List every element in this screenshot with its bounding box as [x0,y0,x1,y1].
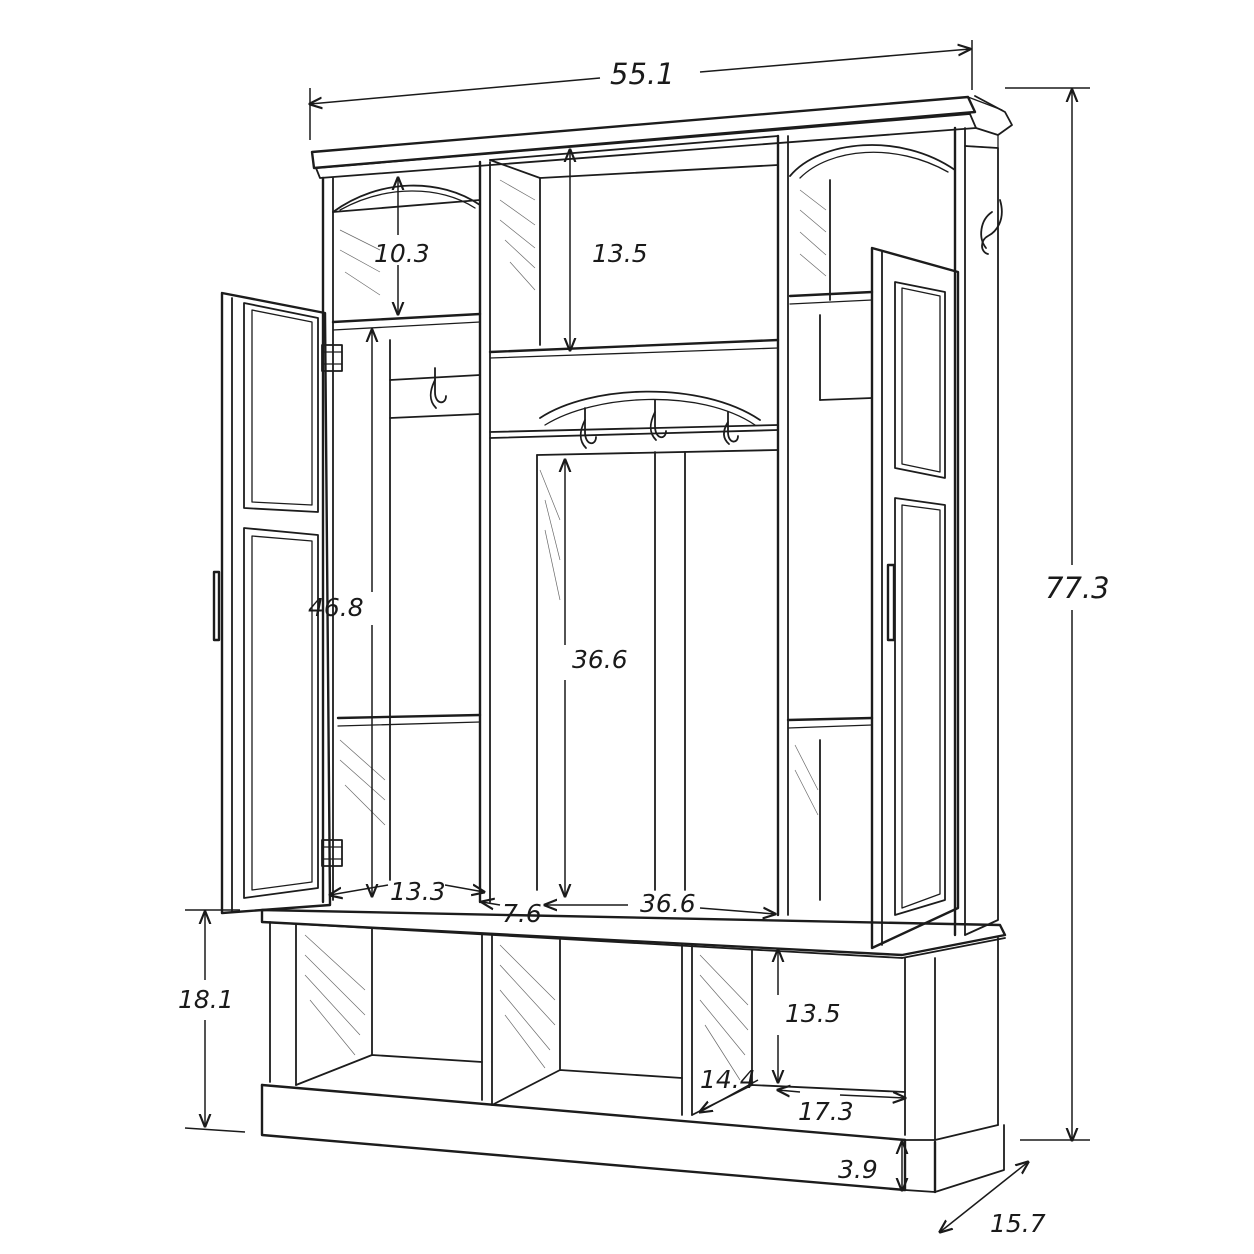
dim-base-height: 3.9 [838,1155,878,1184]
right-door [870,246,960,950]
dim-top-cubby-height: 13.5 [592,239,648,268]
dim-cubby-depth: 14.4 [700,1065,756,1094]
bench [260,908,1007,1194]
coat-hook-icon [723,411,739,445]
door-handle-icon [212,570,221,642]
dim-cubby-width: 17.3 [798,1097,854,1126]
dimension-lines [184,40,1090,1232]
shading [304,179,827,1081]
cabinet-frame [321,126,999,937]
coat-hook-icon [579,407,597,449]
dim-divider-width: 7.6 [502,899,542,928]
dim-cubby-height: 13.5 [785,999,841,1028]
door-handle-icon [886,563,896,642]
dim-side-top-shelf-height: 10.3 [374,239,430,268]
dim-side-section-height: 46.8 [308,593,364,622]
dim-overall-height: 77.3 [1045,571,1110,605]
dim-side-section-width: 13.3 [390,877,446,906]
coat-hook-icon [980,199,1003,255]
door-hinge-icon [321,344,343,867]
dim-overall-width: 55.1 [610,57,675,91]
left-door [220,291,332,915]
dim-center-width: 36.6 [640,889,696,918]
dim-depth: 15.7 [990,1209,1046,1238]
dim-bench-height: 18.1 [178,985,234,1014]
dimension-labels: 55.1 77.3 13.5 10.3 46.8 36.6 13.3 7.6 3… [178,57,1110,1238]
coat-hook-icon [649,399,667,441]
dim-center-hanging-height: 36.6 [572,645,628,674]
coat-hook-icon [429,367,447,409]
crown-molding [310,95,1013,179]
